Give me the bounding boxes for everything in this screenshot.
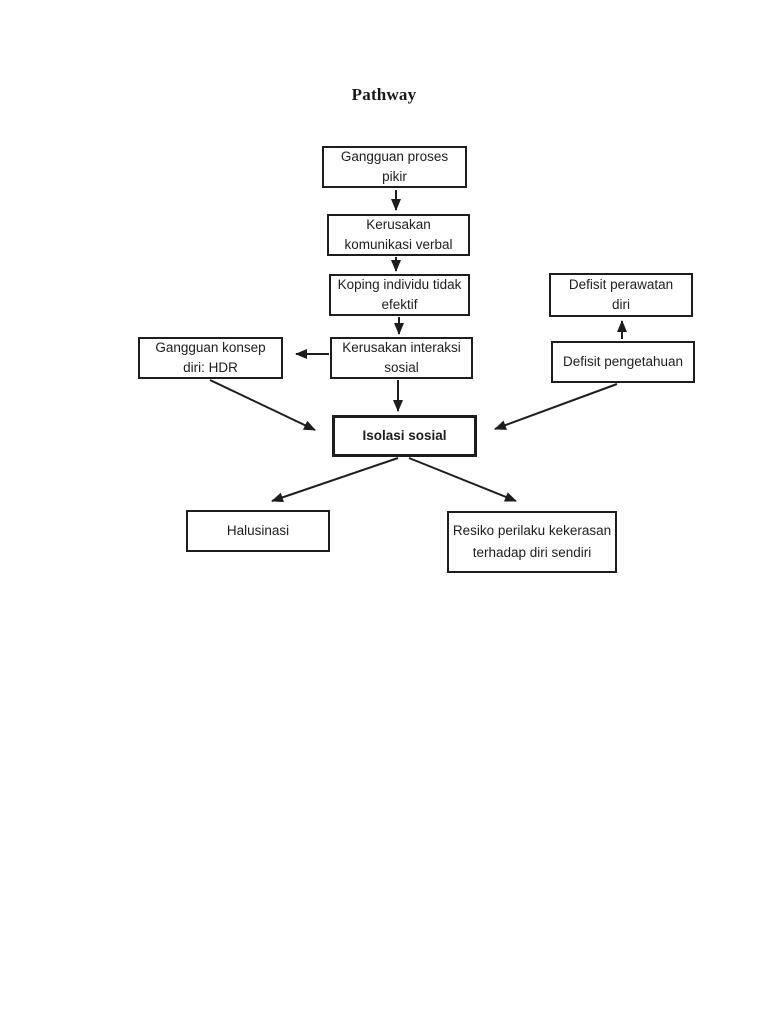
node-label: Defisit pengetahuan — [562, 354, 684, 369]
node-label: komunikasi verbal — [344, 237, 453, 252]
node-label: Kerusakan interaksi — [342, 340, 461, 355]
node-label: efektif — [381, 297, 418, 312]
node-isolasi-sosial: Isolasi sosial — [332, 415, 477, 457]
node-label: Halusinasi — [226, 523, 290, 538]
node-halusinasi: Halusinasi — [186, 510, 330, 552]
node-label: Gangguan proses — [340, 149, 449, 164]
node-label: pikir — [382, 169, 407, 184]
arrow-isolasi-to-halusinasi — [271, 457, 399, 503]
node-gangguan-konsep-diri-hdr: Gangguan konsep diri: HDR — [138, 337, 283, 379]
node-kerusakan-komunikasi-verbal: Kerusakan komunikasi verbal — [327, 214, 470, 256]
node-kerusakan-interaksi-sosial: Kerusakan interaksi sosial — [330, 337, 473, 379]
node-label: Defisit perawatan — [568, 277, 674, 292]
node-label: diri: HDR — [183, 360, 238, 375]
arrow-pengetahuan-to-isolasi — [494, 383, 618, 430]
node-label: Resiko perilaku kekerasan — [452, 523, 612, 538]
node-label: Kerusakan — [366, 217, 431, 232]
arrow-konsep-to-isolasi — [209, 379, 316, 431]
node-label: diri — [611, 297, 630, 312]
node-label: Koping individu tidak — [337, 277, 462, 292]
node-label: sosial — [384, 360, 419, 375]
page-title: Pathway — [351, 85, 417, 104]
arrow-isolasi-to-resiko — [408, 457, 517, 502]
node-defisit-perawatan-diri: Defisit perawatan diri — [549, 273, 693, 317]
node-resiko-perilaku-kekerasan: Resiko perilaku kekerasan terhadap diri … — [447, 511, 617, 573]
node-koping-individu-tidak-efektif: Koping individu tidak efektif — [329, 274, 470, 316]
node-label: terhadap diri sendiri — [472, 545, 592, 560]
node-label: Isolasi sosial — [362, 428, 447, 443]
node-defisit-pengetahuan: Defisit pengetahuan — [551, 341, 695, 383]
node-label: Gangguan konsep — [155, 340, 266, 355]
node-gangguan-proses-pikir: Gangguan proses pikir — [322, 146, 467, 188]
